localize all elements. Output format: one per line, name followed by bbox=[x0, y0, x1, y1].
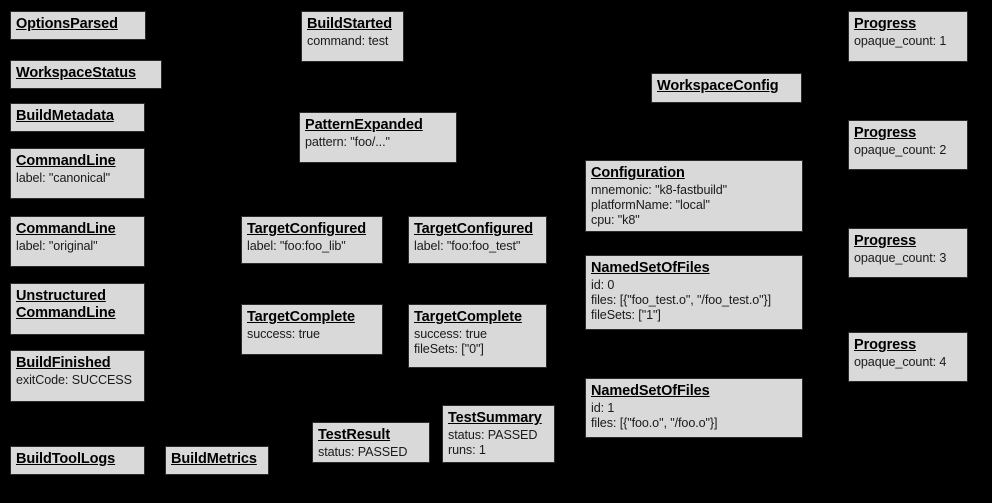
node-field: platformName: "local" bbox=[591, 197, 710, 212]
node-field: opaque_count: 4 bbox=[854, 355, 947, 370]
node-workspace-config[interactable]: WorkspaceConfig bbox=[651, 73, 802, 103]
node-field: success: true bbox=[414, 327, 487, 342]
node-fields: status: PASSED bbox=[318, 445, 424, 460]
node-fields: pattern: "foo/..." bbox=[305, 135, 451, 150]
node-field: files: [{"foo_test.o", "/foo_test.o"}] bbox=[591, 292, 772, 307]
node-title: CommandLine bbox=[16, 221, 116, 237]
node-title: OptionsParsed bbox=[16, 16, 118, 32]
node-command-line-canonical[interactable]: CommandLine label: "canonical" bbox=[10, 148, 145, 199]
node-field: id: 1 bbox=[591, 401, 615, 416]
node-fields: label: "original" bbox=[16, 239, 139, 254]
node-build-metrics[interactable]: BuildMetrics bbox=[165, 446, 269, 475]
node-field: runs: 1 bbox=[448, 442, 486, 457]
node-unstructured-command-line[interactable]: Unstructured CommandLine bbox=[10, 283, 145, 335]
node-field: mnemonic: "k8-fastbuild" bbox=[591, 183, 728, 198]
node-build-metadata[interactable]: BuildMetadata bbox=[10, 103, 145, 132]
node-field: label: "foo:foo_lib" bbox=[247, 239, 346, 254]
node-build-tool-logs[interactable]: BuildToolLogs bbox=[10, 446, 145, 475]
node-pattern-expanded[interactable]: PatternExpanded pattern: "foo/..." bbox=[299, 112, 457, 163]
node-title: Unstructured CommandLine bbox=[16, 288, 116, 322]
node-title: WorkspaceStatus bbox=[16, 65, 136, 81]
node-target-configured-foo-lib[interactable]: TargetConfigured label: "foo:foo_lib" bbox=[241, 216, 383, 264]
node-title: NamedSetOfFiles bbox=[591, 260, 710, 276]
node-field: fileSets: ["0"] bbox=[414, 341, 484, 356]
node-field: fileSets: ["1"] bbox=[591, 307, 661, 322]
node-configuration[interactable]: Configuration mnemonic: "k8-fastbuild"pla… bbox=[585, 160, 803, 232]
node-field: id: 0 bbox=[591, 278, 615, 293]
node-field: opaque_count: 2 bbox=[854, 143, 947, 158]
node-field: success: true bbox=[247, 327, 320, 342]
node-fields: opaque_count: 3 bbox=[854, 251, 962, 266]
node-field: label: "foo:foo_test" bbox=[414, 239, 521, 254]
node-fields: label: "foo:foo_test" bbox=[414, 239, 541, 254]
node-title: BuildMetrics bbox=[171, 451, 257, 467]
node-fields: opaque_count: 4 bbox=[854, 355, 962, 370]
node-command-line-original[interactable]: CommandLine label: "original" bbox=[10, 216, 145, 267]
node-progress-1[interactable]: Progress opaque_count: 1 bbox=[848, 11, 968, 62]
node-field: cpu: "k8" bbox=[591, 212, 640, 227]
node-fields: opaque_count: 1 bbox=[854, 34, 962, 49]
node-fields: exitCode: SUCCESS bbox=[16, 373, 139, 388]
node-title: BuildMetadata bbox=[16, 108, 114, 124]
node-field: label: "original" bbox=[16, 239, 98, 254]
node-target-complete-foo-lib[interactable]: TargetComplete success: true bbox=[241, 304, 383, 355]
node-field: command: test bbox=[307, 34, 389, 49]
node-workspace-status[interactable]: WorkspaceStatus bbox=[10, 60, 162, 89]
node-title: Progress bbox=[854, 337, 917, 353]
node-field: files: [{"foo.o", "/foo.o"}] bbox=[591, 415, 718, 430]
node-title: TargetConfigured bbox=[414, 221, 533, 237]
node-title: PatternExpanded bbox=[305, 117, 423, 133]
node-title: TestResult bbox=[318, 427, 391, 443]
node-fields: command: test bbox=[307, 34, 398, 49]
node-field: status: PASSED bbox=[318, 445, 408, 460]
node-title: BuildToolLogs bbox=[16, 451, 116, 467]
node-title: BuildStarted bbox=[307, 16, 393, 32]
node-fields: opaque_count: 2 bbox=[854, 143, 962, 158]
node-build-finished[interactable]: BuildFinished exitCode: SUCCESS bbox=[10, 350, 145, 402]
node-title: WorkspaceConfig bbox=[657, 78, 779, 94]
node-fields: mnemonic: "k8-fastbuild"platformName: "l… bbox=[591, 183, 797, 228]
node-fields: label: "canonical" bbox=[16, 171, 139, 186]
node-fields: label: "foo:foo_lib" bbox=[247, 239, 377, 254]
node-progress-2[interactable]: Progress opaque_count: 2 bbox=[848, 120, 968, 170]
node-progress-4[interactable]: Progress opaque_count: 4 bbox=[848, 332, 968, 382]
node-title: BuildFinished bbox=[16, 355, 111, 371]
node-build-started[interactable]: BuildStarted command: test bbox=[301, 11, 404, 62]
node-title: NamedSetOfFiles bbox=[591, 383, 710, 399]
node-title: TestSummary bbox=[448, 410, 542, 426]
node-field: label: "canonical" bbox=[16, 171, 110, 186]
node-options-parsed[interactable]: OptionsParsed bbox=[10, 11, 146, 40]
node-title: Progress bbox=[854, 125, 917, 141]
node-title: CommandLine bbox=[16, 153, 116, 169]
node-title: TargetComplete bbox=[247, 309, 355, 325]
node-title: TargetConfigured bbox=[247, 221, 366, 237]
node-test-result[interactable]: TestResult status: PASSED bbox=[312, 422, 430, 463]
node-fields: success: true bbox=[247, 327, 377, 342]
node-target-configured-foo-test[interactable]: TargetConfigured label: "foo:foo_test" bbox=[408, 216, 547, 264]
node-title: Progress bbox=[854, 16, 917, 32]
node-field: pattern: "foo/..." bbox=[305, 135, 390, 150]
node-field: exitCode: SUCCESS bbox=[16, 373, 132, 388]
node-title: Configuration bbox=[591, 165, 685, 181]
node-title: TargetComplete bbox=[414, 309, 522, 325]
node-field: opaque_count: 1 bbox=[854, 34, 947, 49]
node-title: Progress bbox=[854, 233, 917, 249]
node-progress-3[interactable]: Progress opaque_count: 3 bbox=[848, 228, 968, 278]
node-field: status: PASSED bbox=[448, 428, 538, 443]
node-field: opaque_count: 3 bbox=[854, 251, 947, 266]
